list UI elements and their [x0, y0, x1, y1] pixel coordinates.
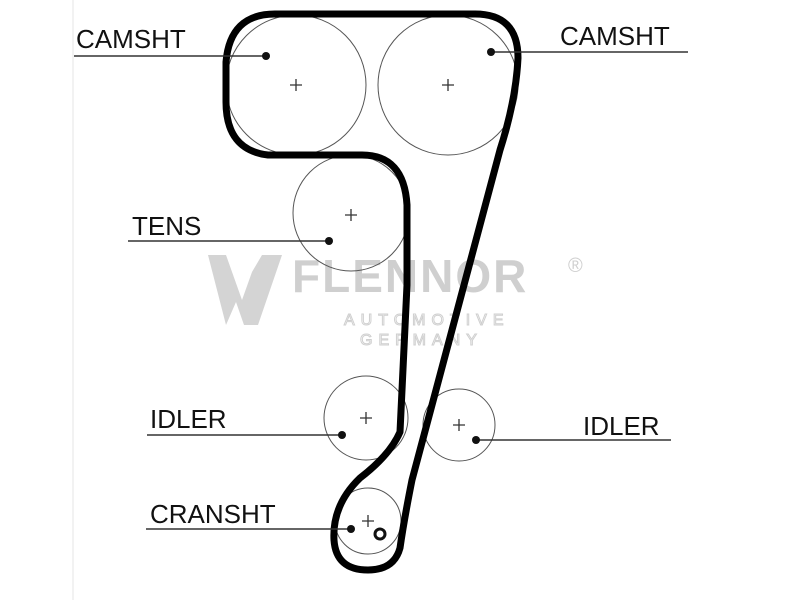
watermark: FLENNOR ® AUTOMOTIVE GERMANY: [208, 250, 583, 350]
idler-right-pulley: [422, 388, 496, 462]
idler-left-pulley: [323, 375, 409, 461]
camshaft-right-pulley: [377, 14, 519, 156]
flennor-logo-icon: [208, 255, 282, 325]
leaders: [74, 48, 688, 533]
center-cross-icon: [290, 79, 302, 91]
dot-tensioner: [325, 237, 333, 245]
label-crankshaft: CRANSHT: [150, 499, 276, 529]
label-camshaft-left: CAMSHT: [76, 24, 186, 54]
dot-idler-right: [472, 436, 480, 444]
watermark-line1: AUTOMOTIVE: [344, 312, 510, 329]
dot-crankshaft: [347, 525, 355, 533]
label-idler-left: IDLER: [150, 404, 227, 434]
watermark-registered: ®: [568, 255, 583, 277]
center-cross-icon: [362, 515, 374, 527]
dot-idler-left: [338, 431, 346, 439]
dot-camshaft-right: [487, 48, 495, 56]
label-camshaft-right: CAMSHT: [560, 21, 670, 51]
center-cross-icon: [453, 419, 465, 431]
center-cross-icon: [360, 412, 372, 424]
label-tensioner: TENS: [132, 211, 201, 241]
dot-camshaft-left: [262, 52, 270, 60]
label-idler-right: IDLER: [583, 411, 660, 441]
camshaft-left-pulley: [225, 14, 367, 156]
center-cross-icon: [442, 79, 454, 91]
watermark-line2: GERMANY: [360, 332, 483, 349]
center-cross-icon: [345, 209, 357, 221]
crank-mark-icon: [373, 527, 387, 541]
